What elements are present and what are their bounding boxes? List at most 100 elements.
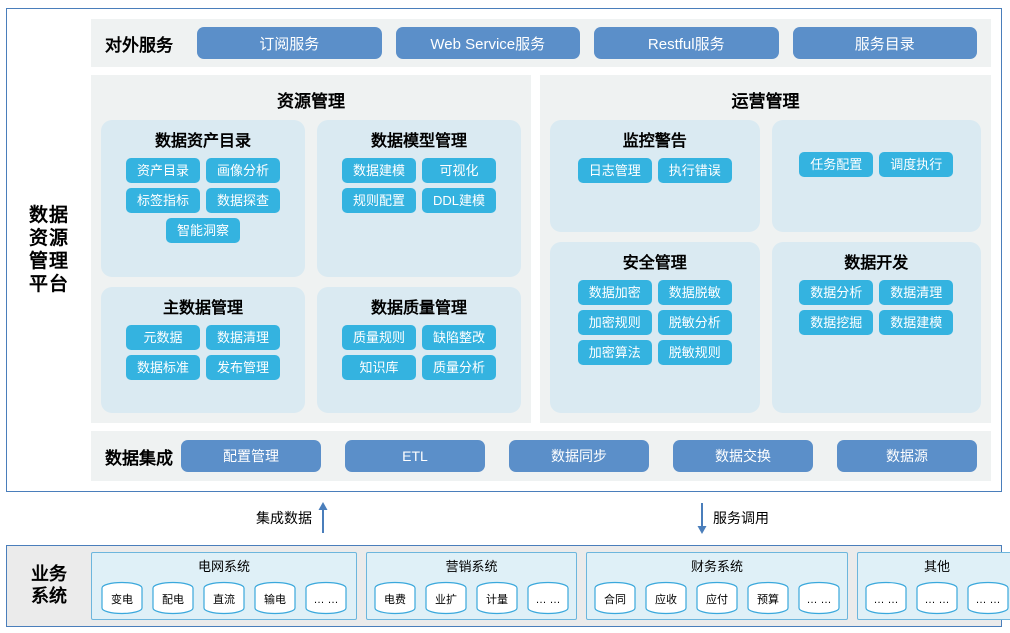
card-monitoring-alert: 监控警告 日志管理 执行错误 xyxy=(550,120,760,232)
database-label-substation: 变电 xyxy=(111,594,133,606)
business-group-finance: 财务系统 合同 应收 应付 xyxy=(586,552,848,620)
external-service-button-restful[interactable]: Restful服务 xyxy=(594,27,779,59)
database-label-transmission: 输电 xyxy=(264,594,286,606)
database-row-power-grid: 变电 配电 直流 输电 xyxy=(99,577,349,615)
tag-defect-rectification[interactable]: 缺陷整改 xyxy=(422,324,496,350)
tag-encryption-rule[interactable]: 加密规则 xyxy=(577,309,652,335)
database-icon-other-2[interactable]: … … xyxy=(914,581,960,615)
tag-quality-rule[interactable]: 质量规则 xyxy=(342,324,416,350)
panel-title-operation-management: 运营管理 xyxy=(731,92,800,111)
tag-quality-analysis[interactable]: 质量分析 xyxy=(422,354,496,380)
tag-label-metrics[interactable]: 标签指标 xyxy=(126,188,200,213)
platform-title: 数据 资源 管理 平台 xyxy=(7,9,91,491)
tag-data-exploration[interactable]: 数据探查 xyxy=(206,188,280,213)
database-row-finance: 合同 应收 应付 预算 xyxy=(592,577,842,615)
tag-portrait-analysis[interactable]: 画像分析 xyxy=(206,158,280,183)
database-icon-other-1[interactable]: … … xyxy=(863,581,909,615)
platform-title-line-1: 数据 xyxy=(28,204,69,226)
integration-button-data-source[interactable]: 数据源 xyxy=(837,440,977,472)
database-icon-distribution[interactable]: 配电 xyxy=(150,581,196,615)
database-icon-dc[interactable]: 直流 xyxy=(201,581,247,615)
integration-button-data-exchange[interactable]: 数据交换 xyxy=(673,440,813,472)
tag-encryption-algorithm[interactable]: 加密算法 xyxy=(577,339,652,365)
data-integration-buttons: 配置管理 ETL 数据同步 数据交换 数据源 xyxy=(181,440,977,472)
platform-title-line-4: 平台 xyxy=(28,274,69,296)
business-group-title-marketing: 营销系统 xyxy=(445,559,498,574)
external-service-button-subscription[interactable]: 订阅服务 xyxy=(197,27,382,59)
panel-operation-management: 运营管理 监控警告 日志管理 执行错误 任务配置 xyxy=(540,75,991,423)
tag-data-cleaning-dev[interactable]: 数据清理 xyxy=(879,279,954,305)
database-label-other-1: … … xyxy=(873,594,899,606)
external-services-buttons: 订阅服务 Web Service服务 Restful服务 服务目录 xyxy=(197,27,977,59)
database-icon-payable[interactable]: 应付 xyxy=(694,581,740,615)
database-icon-receivable[interactable]: 应收 xyxy=(643,581,689,615)
tag-rule-config[interactable]: 规则配置 xyxy=(342,188,416,213)
tag-visualization[interactable]: 可视化 xyxy=(422,158,496,183)
panel-grid-operation-management: 监控警告 日志管理 执行错误 任务配置 调度执行 xyxy=(550,120,981,413)
database-icon-other-3[interactable]: … … xyxy=(965,581,1010,615)
tag-masking-analysis[interactable]: 脱敏分析 xyxy=(657,309,732,335)
database-icon-substation[interactable]: 变电 xyxy=(99,581,145,615)
tag-data-masking[interactable]: 数据脱敏 xyxy=(657,279,732,305)
integration-button-data-sync[interactable]: 数据同步 xyxy=(509,440,649,472)
business-group-other: 其他 … … … … … … xyxy=(857,552,1010,620)
database-label-budget: 预算 xyxy=(757,594,779,606)
tag-data-standard[interactable]: 数据标准 xyxy=(126,354,200,380)
tag-task-config[interactable]: 任务配置 xyxy=(799,152,874,177)
tag-smart-insight[interactable]: 智能洞察 xyxy=(166,218,240,243)
tag-publish-management[interactable]: 发布管理 xyxy=(206,354,280,380)
flow-arrows-band: 集成数据 服务调用 xyxy=(6,496,1002,540)
platform-frame: 数据 资源 管理 平台 对外服务 订阅服务 Web Service服务 Rest… xyxy=(6,8,1002,492)
tag-schedule-execution[interactable]: 调度执行 xyxy=(879,152,954,177)
tag-group-monitoring-alert: 日志管理 执行错误 xyxy=(560,158,750,183)
database-icon-business-expansion[interactable]: 业扩 xyxy=(423,581,469,615)
data-integration-title: 数据集成 xyxy=(105,448,173,468)
database-row-marketing: 电费 业扩 计量 … … xyxy=(372,577,571,615)
business-group-title-other: 其他 xyxy=(923,559,950,574)
database-icon-more-finance[interactable]: … … xyxy=(796,581,842,615)
database-icon-more-marketing[interactable]: … … xyxy=(525,581,571,615)
tag-group-security-management: 数据加密 数据脱敏 加密规则 脱敏分析 加密算法 脱敏规则 xyxy=(560,279,750,365)
flow-label-integrate-data: 集成数据 xyxy=(256,510,312,526)
integration-button-etl[interactable]: ETL xyxy=(345,440,485,472)
card-data-development: 数据开发 数据分析 数据清理 数据挖掘 数据建模 xyxy=(771,241,981,413)
tag-log-management[interactable]: 日志管理 xyxy=(577,158,652,183)
database-label-more-marketing: … … xyxy=(535,594,561,606)
business-systems-title-line-1: 业务 xyxy=(31,564,67,585)
tag-execution-error[interactable]: 执行错误 xyxy=(657,158,732,183)
tag-data-encryption[interactable]: 数据加密 xyxy=(577,279,652,305)
platform-body: 对外服务 订阅服务 Web Service服务 Restful服务 服务目录 资… xyxy=(91,9,1001,491)
database-icon-metering[interactable]: 计量 xyxy=(474,581,520,615)
tag-group-data-model-management: 数据建模 可视化 规则配置 DDL建模 xyxy=(327,158,511,213)
flow-integrate-data: 集成数据 xyxy=(256,502,329,534)
external-service-button-catalog[interactable]: 服务目录 xyxy=(792,27,977,59)
tag-data-modeling[interactable]: 数据建模 xyxy=(342,158,416,183)
database-icon-budget[interactable]: 预算 xyxy=(745,581,791,615)
arrow-up-icon xyxy=(318,502,328,533)
tag-ddl-modeling[interactable]: DDL建模 xyxy=(422,188,496,213)
flow-service-invocation: 服务调用 xyxy=(696,502,769,534)
tag-masking-rule[interactable]: 脱敏规则 xyxy=(657,339,732,365)
card-title-data-asset-catalog: 数据资产目录 xyxy=(154,133,251,150)
external-service-button-webservice[interactable]: Web Service服务 xyxy=(395,27,580,59)
database-icon-contract[interactable]: 合同 xyxy=(592,581,638,615)
tag-data-modeling-dev[interactable]: 数据建模 xyxy=(879,309,954,335)
database-label-more-grid: … … xyxy=(313,594,339,606)
database-icon-electricity-fee[interactable]: 电费 xyxy=(372,581,418,615)
tag-metadata[interactable]: 元数据 xyxy=(126,324,200,350)
database-label-more-finance: … … xyxy=(806,594,832,606)
tag-data-analysis[interactable]: 数据分析 xyxy=(799,279,874,305)
database-icon-more-grid[interactable]: … … xyxy=(303,581,349,615)
business-group-marketing: 营销系统 电费 业扩 计量 xyxy=(366,552,577,620)
integration-button-config-management[interactable]: 配置管理 xyxy=(181,440,321,472)
business-systems-frame: 业务 系统 电网系统 变电 配电 直流 xyxy=(6,545,1010,627)
tag-knowledge-base[interactable]: 知识库 xyxy=(342,354,416,380)
database-label-dc: 直流 xyxy=(213,594,235,606)
tag-data-cleaning[interactable]: 数据清理 xyxy=(206,324,280,350)
panel-grid-resource-management: 数据资产目录 资产目录 画像分析 标签指标 数据探查 智能洞察 数据模型管理 xyxy=(101,120,521,413)
database-icon-transmission[interactable]: 输电 xyxy=(252,581,298,615)
panel-resource-management: 资源管理 数据资产目录 资产目录 画像分析 标签指标 数据探查 智能洞察 xyxy=(91,75,531,423)
tag-data-mining[interactable]: 数据挖掘 xyxy=(799,309,874,335)
database-label-business-expansion: 业扩 xyxy=(435,594,457,606)
tag-asset-catalog[interactable]: 资产目录 xyxy=(126,158,200,183)
